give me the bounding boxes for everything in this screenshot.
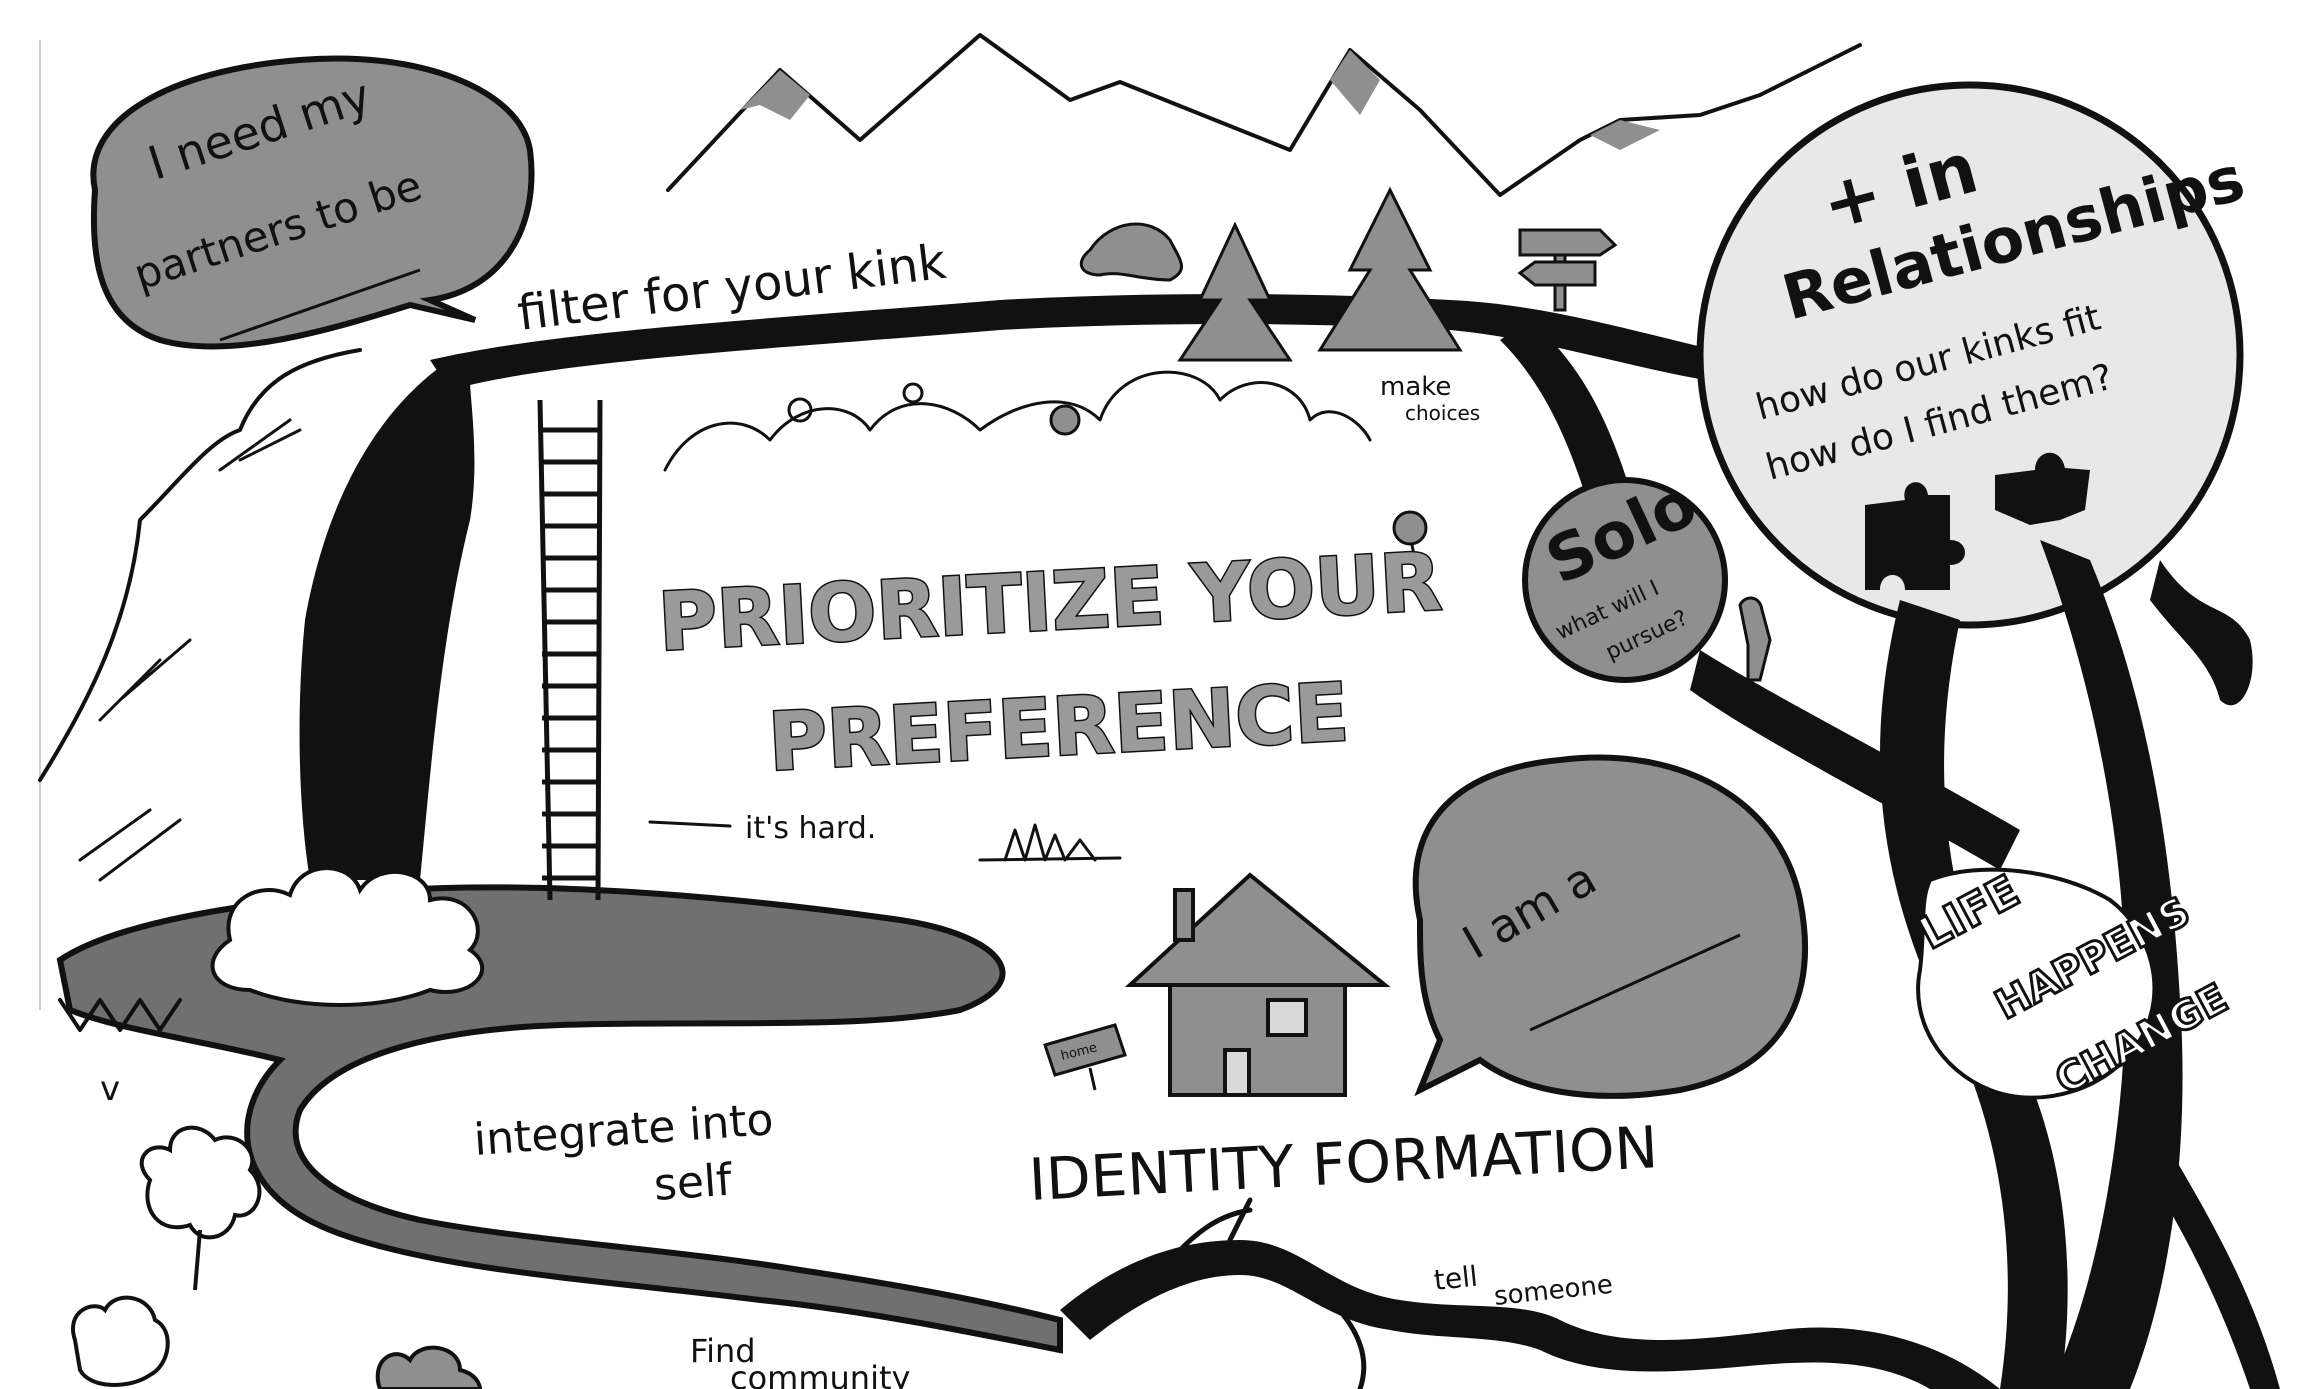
- cliff-rock: [38, 348, 362, 882]
- flower: [1392, 510, 1428, 586]
- integrate-line2: self: [652, 1155, 735, 1211]
- its-hard-label: it's hard.: [745, 811, 876, 846]
- crawling-figure: [1079, 222, 1183, 282]
- make-label: make: [1380, 372, 1451, 402]
- puzzle-piece-icon: [1865, 482, 1965, 590]
- life-happens-roots: [1880, 540, 2280, 1389]
- solo-badge: [1522, 477, 1728, 683]
- speech-bubble-partners: [90, 55, 535, 350]
- speech-bubble-identity: [1412, 754, 1808, 1099]
- find-label: Find: [690, 1332, 756, 1370]
- community-label: community: [730, 1359, 910, 1389]
- house: [1124, 872, 1391, 1097]
- home-sign: home: [1043, 1023, 1127, 1091]
- svg-text:v: v: [100, 1069, 120, 1109]
- deciduous-trees: [71, 1125, 483, 1389]
- tell-someone-path: [1060, 1240, 2000, 1389]
- hiker-figure: [1738, 596, 1772, 682]
- splash-cloud: [210, 866, 485, 1007]
- relationships-badge: [1696, 81, 2244, 629]
- grass: [1003, 823, 1097, 862]
- mountain-range: [666, 33, 1862, 197]
- pine-trees: [1177, 186, 1463, 362]
- prioritize-title-line1: PRIORITIZE YOUR: [656, 535, 1444, 669]
- bushes: [663, 370, 1372, 472]
- signpost: [1517, 228, 1618, 312]
- filter-path: [430, 294, 1780, 390]
- identity-formation-title: IDENTITY FORMATION: [1027, 1113, 1659, 1214]
- puzzle-piece-icon-2: [1995, 452, 2090, 525]
- choices-label: choices: [1405, 401, 1480, 425]
- tell-label: tell: [1432, 1260, 1479, 1297]
- prioritize-title-line2: PREFERENCE: [766, 666, 1351, 789]
- waterfall: [299, 360, 475, 880]
- ladder: [537, 399, 603, 901]
- someone-label: someone: [1493, 1270, 1615, 1312]
